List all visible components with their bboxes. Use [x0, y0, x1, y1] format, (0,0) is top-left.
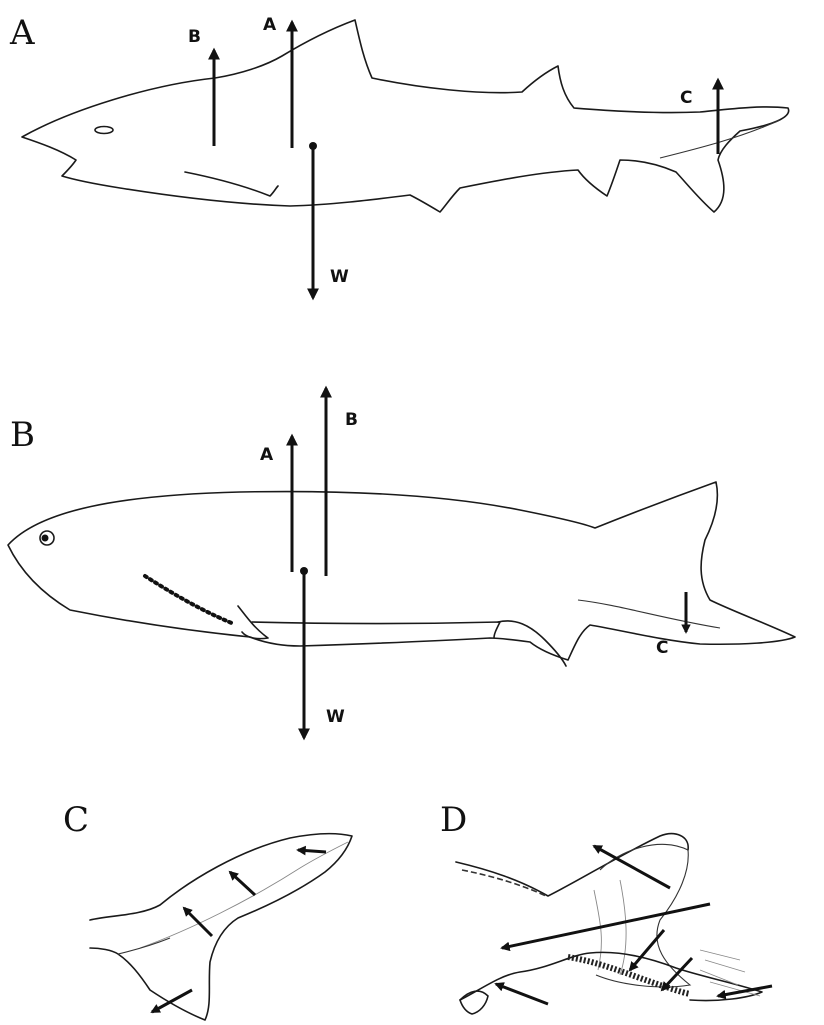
- fin-c-inner-line: [140, 842, 348, 948]
- label-b-lift: A: [260, 445, 274, 465]
- label-b-weight: W: [326, 707, 345, 727]
- label-a-lift: A: [263, 15, 277, 35]
- fin-d-small-fin: [460, 991, 488, 1014]
- fish-b-tail-inner-line: [578, 600, 720, 628]
- label-b-caudal: C: [656, 638, 668, 658]
- shark-a-body-outline: [22, 20, 789, 212]
- arrow-c-3: [184, 908, 212, 936]
- arrow-d-2-large: [502, 904, 710, 948]
- fin-d-hatched-edge: [568, 957, 690, 994]
- shark-a-pectoral-fin: [185, 172, 278, 196]
- shark-a-eye: [95, 127, 113, 134]
- label-a-buoyancy: B: [188, 27, 201, 47]
- arrow-d-1: [594, 846, 670, 888]
- arrow-c-4: [152, 990, 192, 1012]
- panel-c-letter: C: [63, 800, 89, 840]
- fish-b-ventral-fin: [252, 622, 500, 638]
- fish-b-eye-pupil: [42, 535, 49, 542]
- arrow-c-2: [230, 872, 255, 895]
- label-a-weight: W: [330, 267, 349, 287]
- panel-b-letter: B: [10, 415, 35, 455]
- fin-c-outline: [90, 834, 352, 1020]
- fish-b-lateral-dots: [145, 576, 234, 624]
- fin-d-upper-dashed: [462, 870, 546, 896]
- arrow-d-3: [630, 930, 664, 970]
- fin-c-base-line: [118, 938, 170, 954]
- panel-a-letter: A: [9, 13, 35, 53]
- panel-a: A B A W C: [9, 13, 789, 298]
- panel-d: D: [440, 800, 772, 1014]
- fin-d-membrane: [596, 844, 690, 987]
- fin-d-upper-body: [456, 834, 688, 896]
- panel-c: C: [63, 800, 352, 1020]
- arrow-c-1: [298, 850, 326, 852]
- panel-b: B A B W C: [8, 388, 795, 738]
- label-b-buoyancy: B: [345, 410, 358, 430]
- label-a-caudal: C: [680, 88, 692, 108]
- arrow-d-5: [496, 984, 548, 1004]
- fish-b-body-outline: [8, 482, 795, 660]
- panel-d-letter: D: [440, 800, 467, 840]
